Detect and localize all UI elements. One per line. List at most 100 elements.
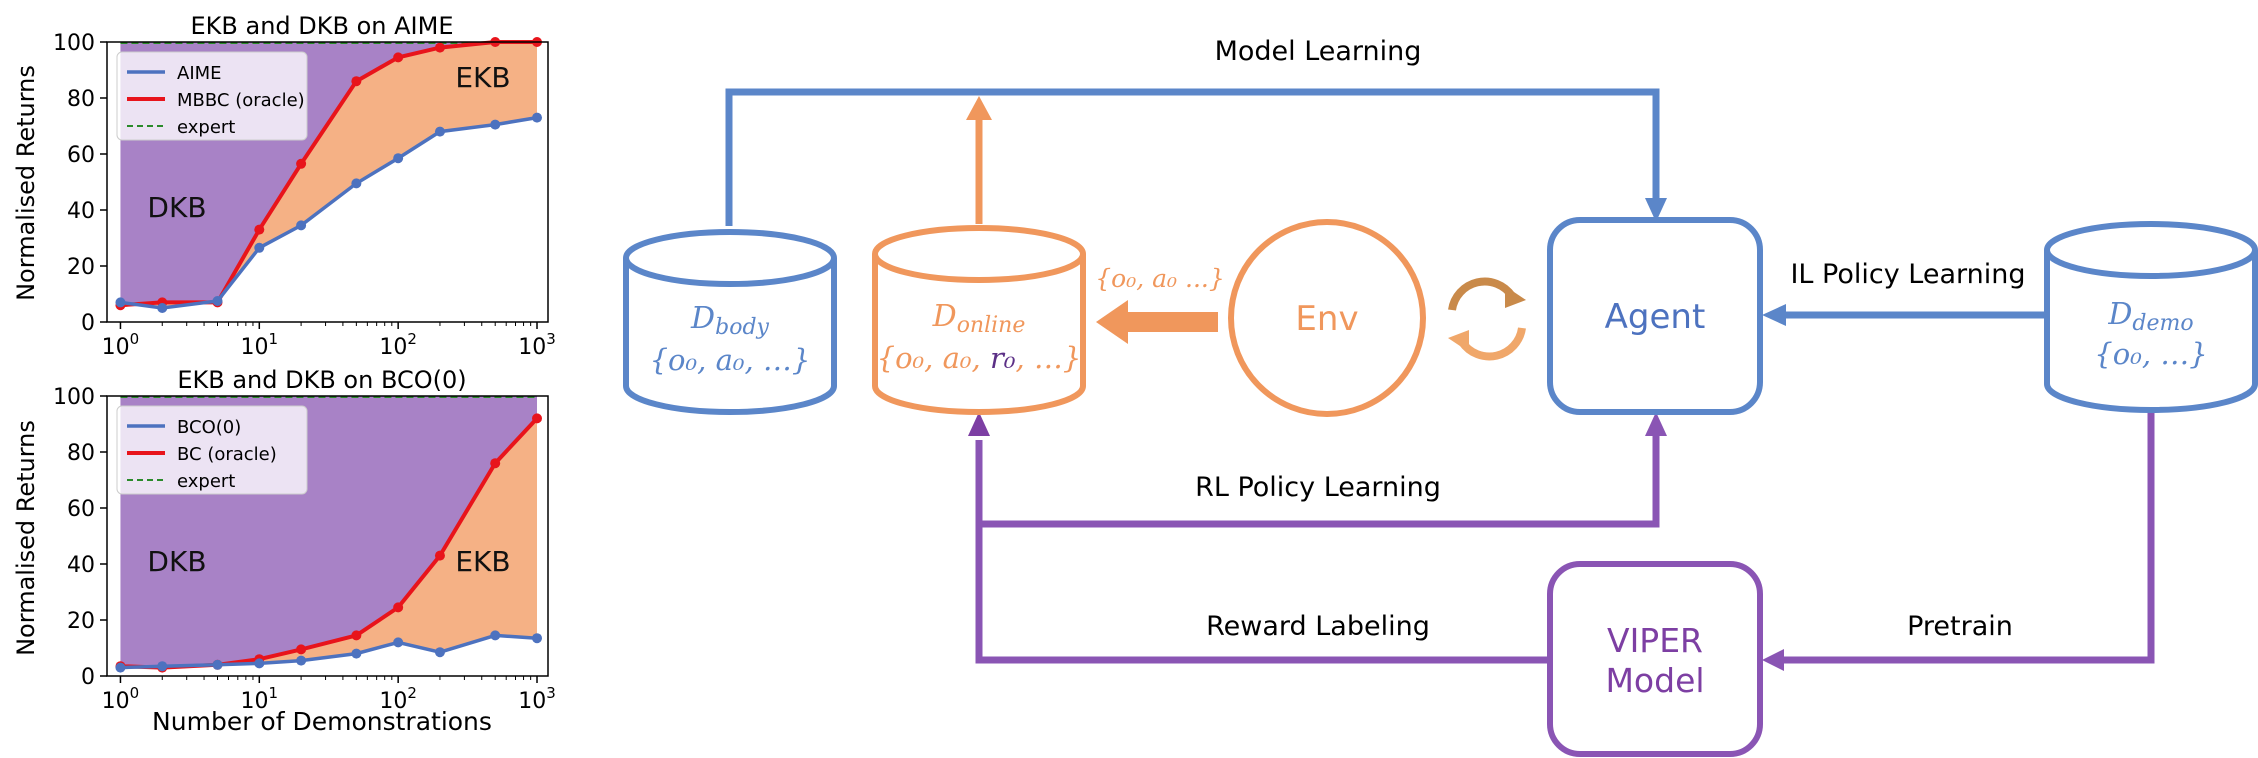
arrow-head-il bbox=[1762, 304, 1786, 326]
y-tick-label: 0 bbox=[81, 665, 95, 690]
legend-entry: BC (oracle) bbox=[177, 444, 277, 465]
x-tick-label: 101 bbox=[241, 330, 279, 360]
y-tick-label: 60 bbox=[67, 497, 95, 522]
legend-box bbox=[116, 51, 308, 141]
arrow-head-up bbox=[966, 96, 992, 120]
label-model-learning: Model Learning bbox=[1215, 36, 1422, 67]
d-body-content: {o₀, a₀, …} bbox=[650, 343, 811, 377]
x-tick-label: 103 bbox=[518, 684, 556, 714]
y-tick-label: 40 bbox=[67, 553, 95, 578]
x-axis-label: Number of Demonstrations bbox=[152, 707, 492, 736]
plot-area: DKB EKB 0 20 40 60 80 100 100 101 102 103 BCO(0) BC (… bbox=[53, 385, 556, 714]
ekb-region bbox=[120, 42, 538, 308]
oracle-point bbox=[434, 42, 445, 53]
d-body-cylinder: Dbody {o₀, a₀, …} bbox=[623, 229, 837, 415]
arrow-head-up-online bbox=[968, 412, 990, 436]
d-online-cylinder: Donline {o₀, a₀, r₀, …} bbox=[872, 225, 1086, 415]
cycle-icon bbox=[1448, 277, 1526, 361]
label-rl-policy-learning: RL Policy Learning bbox=[1195, 472, 1441, 503]
chart-bco: EKB and DKB on BCO(0) DKB EKB 0 20 40 60 80 100… bbox=[12, 366, 556, 736]
viper-label-line2: Model bbox=[1605, 661, 1704, 700]
oracle-point bbox=[393, 52, 404, 63]
env-to-online-arrow-body bbox=[1126, 312, 1218, 332]
x-tick-label: 100 bbox=[102, 330, 140, 360]
series-learner-line bbox=[120, 115, 538, 310]
d-demo-content: {o₀, …} bbox=[2094, 337, 2207, 371]
learner-point bbox=[254, 242, 265, 253]
y-tick-label: 0 bbox=[81, 311, 95, 336]
arrow-head-to-agent bbox=[1645, 198, 1667, 222]
d-body-title: Dbody bbox=[690, 301, 769, 340]
x-tick-label: 102 bbox=[379, 684, 417, 714]
y-tick-label: 20 bbox=[67, 609, 95, 634]
learner-point bbox=[157, 661, 168, 672]
y-axis-label: Normalised Returns bbox=[12, 420, 40, 656]
learner-point bbox=[532, 112, 543, 123]
legend-entry: MBBC (oracle) bbox=[177, 90, 305, 111]
series-oracle-line bbox=[120, 40, 538, 308]
y-axis-label: Normalised Returns bbox=[12, 65, 40, 301]
oracle-point bbox=[532, 413, 543, 424]
agent-label: Agent bbox=[1605, 297, 1706, 337]
viper-label-line1: VIPER bbox=[1607, 621, 1703, 660]
agent-node: Agent bbox=[1547, 217, 1763, 415]
env-node: Env bbox=[1228, 219, 1426, 417]
label-pretrain: Pretrain bbox=[1907, 611, 2013, 642]
learner-point bbox=[212, 296, 223, 306]
d-demo-title: Ddemo bbox=[2107, 297, 2193, 336]
d-online-content: {o₀, a₀, r₀, …} bbox=[877, 341, 1082, 375]
learner-point bbox=[115, 662, 126, 673]
learner-point bbox=[434, 647, 445, 658]
y-tick-label: 100 bbox=[53, 31, 95, 56]
d-demo-cylinder: Ddemo {o₀, …} bbox=[2044, 221, 2258, 413]
oracle-point bbox=[351, 630, 362, 641]
arrow-head-to-viper bbox=[1762, 649, 1784, 671]
legend-entry: expert bbox=[177, 117, 235, 138]
learner-point bbox=[532, 633, 543, 644]
learner-point bbox=[351, 648, 362, 659]
d-online-title: Donline bbox=[932, 299, 1026, 338]
oracle-point bbox=[351, 76, 362, 87]
model-learning-connector bbox=[725, 88, 1660, 226]
label-il-policy-learning: IL Policy Learning bbox=[1790, 259, 2025, 290]
x-tick-label: 101 bbox=[241, 684, 279, 714]
x-tick-label: 103 bbox=[518, 330, 556, 360]
learner-point bbox=[296, 655, 307, 666]
axes-frame bbox=[106, 41, 549, 323]
chart-aime: EKB and DKB on AIME DKBEKB02040608010010… bbox=[12, 12, 556, 360]
y-tick-label: 80 bbox=[67, 441, 95, 466]
oracle-point bbox=[296, 158, 307, 169]
oracle-point bbox=[393, 602, 404, 613]
ekb-region bbox=[120, 418, 538, 668]
dkb-label: DKB bbox=[147, 545, 206, 578]
ekb-label: EKB bbox=[455, 545, 510, 578]
arrow-head-up-agent bbox=[1645, 412, 1667, 436]
learner-point bbox=[254, 658, 265, 669]
learner-point bbox=[393, 153, 404, 164]
legend-entry: BCO(0) bbox=[177, 417, 241, 438]
oracle-point bbox=[490, 458, 501, 469]
axes-frame bbox=[106, 395, 549, 677]
y-tick-label: 100 bbox=[53, 385, 95, 410]
legend-entry: expert bbox=[177, 471, 235, 492]
x-tick-label: 102 bbox=[379, 330, 417, 360]
reward-labeling-connector bbox=[975, 440, 1550, 664]
ekb-label: EKB bbox=[455, 61, 510, 94]
env-output-label: {o₀, a₀ ...} bbox=[1095, 264, 1225, 293]
learner-point bbox=[157, 303, 168, 313]
chart-title: EKB and DKB on BCO(0) bbox=[177, 366, 466, 394]
learner-point bbox=[212, 659, 223, 670]
learner-point bbox=[115, 297, 126, 308]
oracle-point bbox=[434, 550, 445, 561]
x-tick-label: 100 bbox=[102, 684, 140, 714]
dkb-label: DKB bbox=[147, 191, 206, 224]
learner-point bbox=[490, 119, 501, 130]
y-tick-label: 40 bbox=[67, 199, 95, 224]
viper-model-node: VIPER Model bbox=[1547, 561, 1763, 757]
env-to-online-arrow-head bbox=[1096, 300, 1128, 344]
label-reward-labeling: Reward Labeling bbox=[1206, 611, 1430, 642]
learner-point bbox=[490, 630, 501, 641]
learner-point bbox=[393, 637, 404, 648]
